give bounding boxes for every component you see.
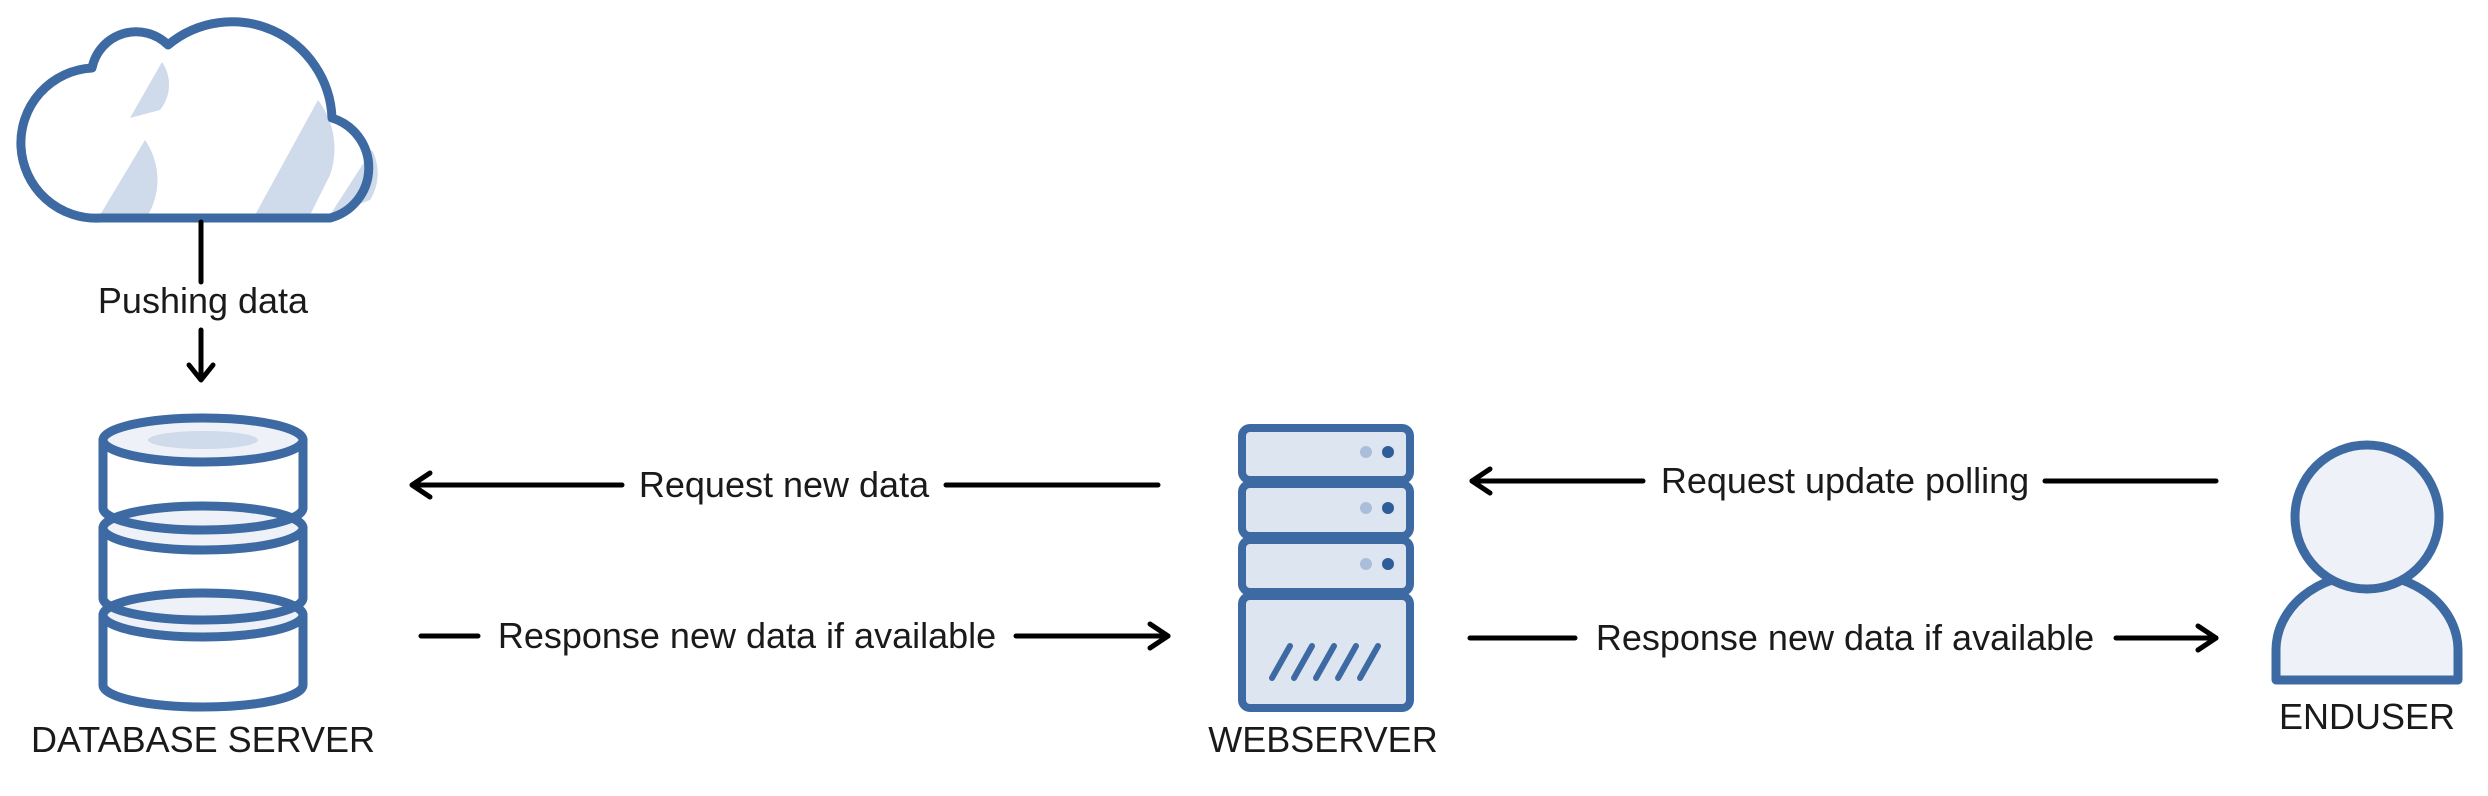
edge-label-pushing-data: Pushing data [98,280,309,321]
edge-label-response-web: Response new data if available [1596,617,2094,658]
edge-label-request-new-data: Request new data [639,464,930,505]
edge-label-request-update-polling: Request update polling [1661,460,2029,501]
node-label-enduser: ENDUSER [2279,696,2455,737]
edge-response-web-to-user: Response new data if available [1467,617,2219,658]
cloud-icon [16,17,378,223]
user-icon [2271,440,2463,685]
edge-request-new-data: Request new data [409,464,1161,505]
arrowhead-right-icon [2195,623,2219,653]
arrowhead-left-icon [409,470,433,500]
edge-request-update-polling: Request update polling [1469,460,2219,501]
arrowhead-down-icon [186,362,216,383]
node-label-database-server: DATABASE SERVER [31,719,375,760]
node-label-webserver: WEBSERVER [1208,719,1437,760]
database-icon [98,413,308,712]
arrowhead-left-icon [1469,466,1493,496]
arrowhead-right-icon [1147,621,1171,651]
edge-response-db-to-web: Response new data if available [418,615,1171,656]
edge-pushing-data: Pushing data [98,219,309,383]
edge-label-response-db: Response new data if available [498,615,996,656]
server-rack-icon [1238,424,1414,712]
